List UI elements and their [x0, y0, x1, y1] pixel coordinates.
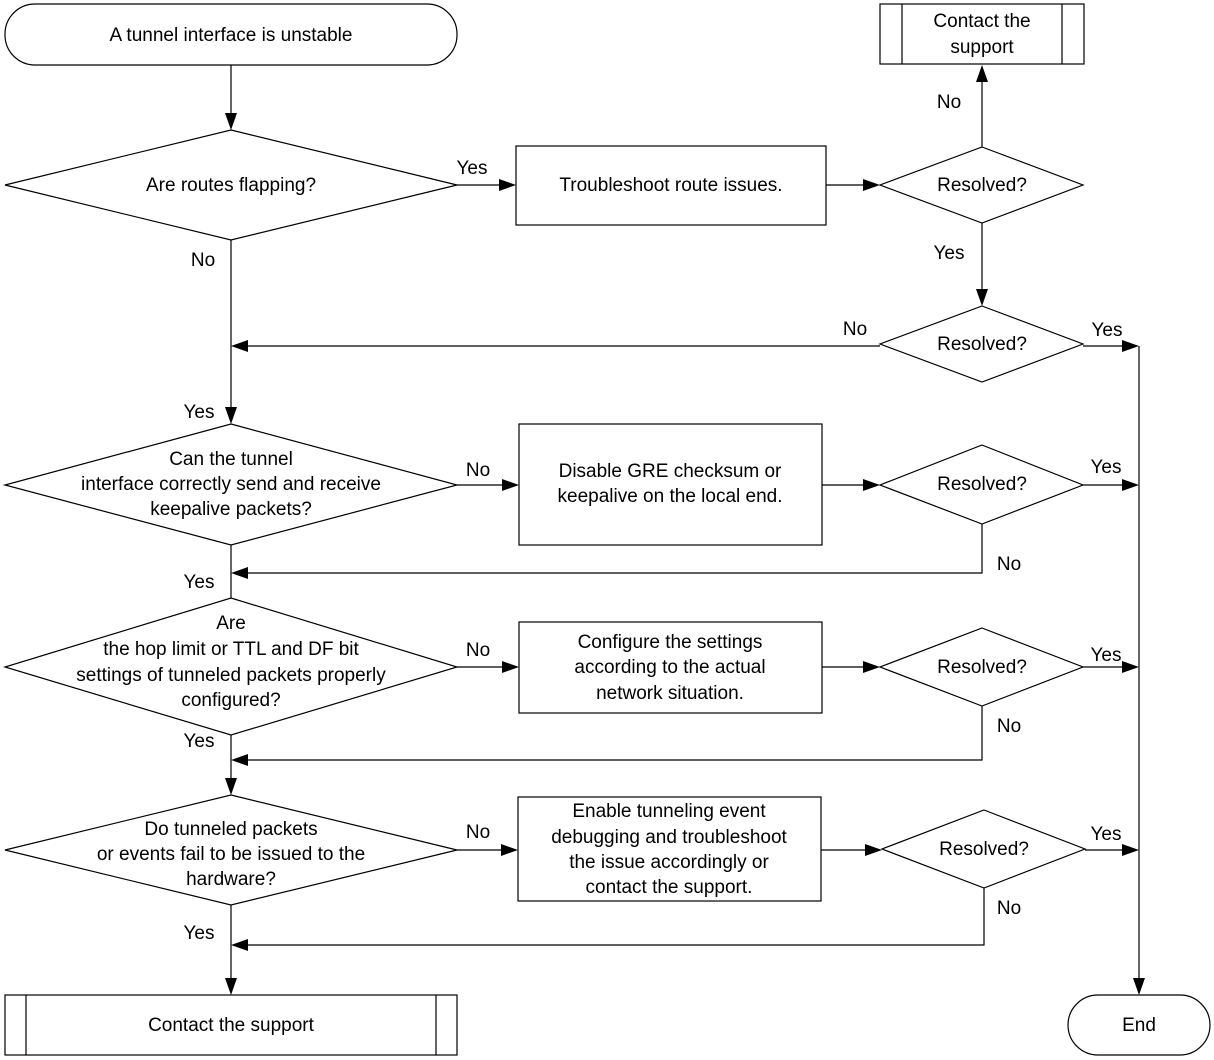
start-label: A tunnel interface is unstable	[110, 25, 353, 46]
contact-support-bottom: Contact the support	[4, 994, 458, 1056]
ttl-line-3: settings of tunneled packets properly	[76, 665, 386, 686]
label-keepalive-no: No	[466, 460, 490, 481]
label-resolved-2-no: No	[843, 319, 867, 340]
ttl-line-2: the hop limit or TTL and DF bit	[103, 639, 359, 660]
label-ttl-yes: Yes	[184, 731, 215, 752]
ttl-line-4: configured?	[181, 690, 280, 711]
end-label: End	[1122, 1015, 1156, 1036]
process-enable-debugging: Enable tunneling event debugging and tro…	[517, 796, 822, 902]
contact-top-line-1: Contact the	[933, 11, 1030, 32]
decision-keepalive: Can the tunnel interface correctly send …	[2, 423, 460, 546]
end-terminator: End	[1067, 994, 1211, 1056]
connectors	[225, 65, 1145, 995]
keepalive-line-3: keepalive packets?	[150, 499, 312, 520]
label-routes-yes: Yes	[457, 158, 488, 179]
keepalive-line-1: Can the tunnel	[169, 449, 293, 470]
keepalive-line-2: interface correctly send and receive	[81, 474, 381, 495]
debugging-line-3: the issue accordingly or	[569, 852, 769, 873]
start-terminator: A tunnel interface is unstable	[4, 3, 458, 66]
label-resolved-1-no: No	[937, 92, 961, 113]
hardware-line-3: hardware?	[186, 869, 276, 890]
label-resolved-2-yes: Yes	[1092, 320, 1123, 341]
disable-gre-line-1: Disable GRE checksum or	[559, 461, 782, 482]
decision-resolved-4: Resolved?	[878, 627, 1085, 707]
process-disable-gre: Disable GRE checksum or keepalive on the…	[518, 423, 823, 546]
configure-line-1: Configure the settings	[578, 632, 763, 653]
decision-routes-flapping: Are routes flapping?	[4, 129, 458, 241]
resolved-2-label: Resolved?	[937, 334, 1027, 355]
ttl-line-1: Are	[216, 613, 246, 634]
resolved-4-label: Resolved?	[937, 657, 1027, 678]
decision-resolved-2: Resolved?	[878, 305, 1085, 383]
resolved-3-label: Resolved?	[937, 474, 1027, 495]
label-resolved-1-yes: Yes	[934, 243, 965, 264]
debugging-line-1: Enable tunneling event	[572, 801, 766, 822]
process-configure-settings: Configure the settings according to the …	[518, 621, 823, 714]
decision-routes-label: Are routes flapping?	[146, 175, 316, 196]
debugging-line-4: contact the support.	[586, 877, 753, 898]
configure-line-2: according to the actual	[574, 657, 765, 678]
resolved-1-label: Resolved?	[937, 175, 1027, 196]
label-resolved-5-yes: Yes	[1091, 824, 1122, 845]
resolved-5-label: Resolved?	[939, 839, 1029, 860]
label-resolved-3-no: No	[997, 554, 1021, 575]
decision-hardware: Do tunneled packets or events fail to be…	[4, 794, 458, 906]
label-routes-no: No	[191, 250, 215, 271]
label-resolved-4-no: No	[997, 716, 1021, 737]
debugging-line-2: debugging and troubleshoot	[551, 827, 787, 848]
contact-bottom-label: Contact the support	[148, 1015, 315, 1036]
disable-gre-line-2: keepalive on the local end.	[558, 486, 783, 507]
label-resolved-5-no: No	[997, 898, 1021, 919]
label-resolved-3-yes: Yes	[1091, 457, 1122, 478]
decision-resolved-3: Resolved?	[878, 444, 1085, 525]
process-route-issues: Troubleshoot route issues.	[515, 145, 827, 226]
hardware-line-2: or events fail to be issued to the	[97, 844, 365, 865]
label-main-yes-1: Yes	[184, 402, 215, 423]
contact-top-line-2: support	[950, 37, 1014, 58]
decision-resolved-1: Resolved?	[878, 146, 1085, 224]
label-ttl-no: No	[466, 640, 490, 661]
process-route-label: Troubleshoot route issues.	[559, 175, 782, 196]
hardware-line-1: Do tunneled packets	[144, 819, 317, 840]
contact-support-top: Contact the support	[879, 3, 1085, 65]
label-keepalive-yes: Yes	[184, 572, 215, 593]
label-resolved-4-yes: Yes	[1091, 645, 1122, 666]
label-hardware-no: No	[466, 822, 490, 843]
configure-line-3: network situation.	[596, 683, 744, 704]
decision-resolved-5: Resolved?	[880, 809, 1087, 889]
label-hardware-yes: Yes	[184, 923, 215, 944]
decision-ttl-df: Are the hop limit or TTL and DF bit sett…	[2, 597, 460, 736]
branch-labels: Yes No No Yes No Yes Yes No Yes No Yes N…	[184, 92, 1123, 944]
